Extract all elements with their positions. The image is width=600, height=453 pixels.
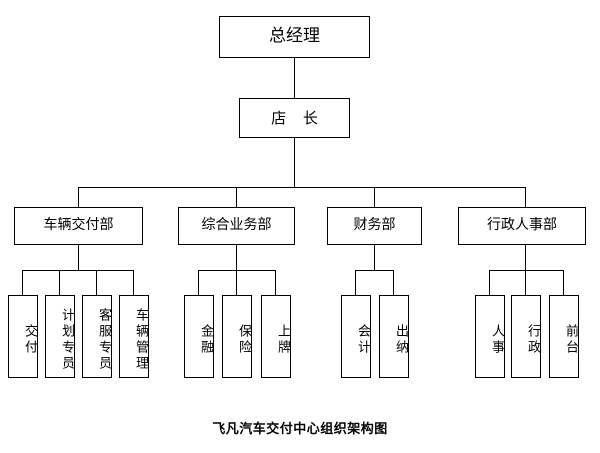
node-general-manager-label: 总经理 [269, 26, 320, 47]
node-leaf-vehicle-management-label: 车辆管理 [133, 307, 148, 372]
node-leaf-accounting-label: 会计 [355, 323, 370, 356]
connector-store-to-dept-bus [294, 138, 295, 187]
sub-bus-dept2 [198, 270, 276, 271]
node-leaf-financing-label: 金融 [198, 323, 213, 356]
connector-dept1-to-bus [78, 245, 79, 270]
node-dept-vehicle-delivery: 车辆交付部 [14, 207, 143, 245]
node-leaf-insurance-label: 保险 [236, 323, 251, 356]
sub-drop-1-2 [59, 270, 60, 295]
node-store-manager-label: 店 长 [271, 108, 324, 127]
node-general-manager: 总经理 [219, 16, 370, 58]
connector-dept3-to-bus [374, 245, 375, 270]
sub-drop-1-1 [22, 270, 23, 295]
sub-drop-4-3 [563, 270, 564, 295]
sub-drop-1-4 [133, 270, 134, 295]
dept-drop-2 [236, 187, 237, 207]
sub-drop-2-2 [236, 270, 237, 295]
node-dept-finance-label: 财务部 [353, 217, 396, 234]
node-leaf-license-plate-label: 上牌 [275, 323, 290, 356]
node-leaf-hr: 人事 [475, 295, 505, 378]
node-leaf-cashier-label: 出纳 [393, 323, 408, 356]
node-leaf-license-plate: 上牌 [261, 295, 291, 378]
node-leaf-hr-label: 人事 [489, 323, 504, 356]
sub-drop-3-2 [393, 270, 394, 295]
node-leaf-financing: 金融 [184, 295, 214, 378]
node-leaf-planning-specialist-label: 计划专员 [59, 307, 74, 372]
dept-drop-4 [525, 187, 526, 207]
node-leaf-front-desk-label: 前台 [563, 323, 578, 356]
sub-bus-dept4 [489, 270, 564, 271]
node-leaf-customer-service-specialist-label: 客服专员 [96, 307, 111, 372]
node-leaf-administration: 行政 [511, 295, 541, 378]
node-leaf-insurance: 保险 [222, 295, 252, 378]
node-leaf-administration-label: 行政 [525, 323, 540, 356]
node-dept-comprehensive-business-label: 综合业务部 [201, 217, 272, 234]
sub-bus-dept3 [355, 270, 394, 271]
dept-drop-1 [78, 187, 79, 207]
dept-drop-3 [374, 187, 375, 207]
node-dept-vehicle-delivery-label: 车辆交付部 [43, 217, 114, 234]
node-leaf-cashier: 出纳 [379, 295, 409, 378]
connector-dept4-to-bus [525, 245, 526, 270]
node-dept-finance: 财务部 [327, 207, 422, 245]
node-dept-admin-hr: 行政人事部 [458, 207, 586, 245]
node-leaf-accounting: 会计 [341, 295, 371, 378]
sub-drop-3-1 [355, 270, 356, 295]
sub-drop-2-3 [275, 270, 276, 295]
sub-drop-4-1 [489, 270, 490, 295]
node-leaf-delivery-label: 交付 [22, 323, 37, 356]
sub-drop-2-1 [198, 270, 199, 295]
node-dept-comprehensive-business: 综合业务部 [178, 207, 295, 245]
connector-dept2-to-bus [236, 245, 237, 270]
node-store-manager: 店 长 [239, 98, 350, 138]
node-leaf-vehicle-management: 车辆管理 [119, 295, 149, 378]
node-leaf-customer-service-specialist: 客服专员 [82, 295, 112, 378]
sub-drop-1-3 [96, 270, 97, 295]
connector-gm-to-store [294, 58, 295, 98]
node-dept-admin-hr-label: 行政人事部 [487, 217, 557, 234]
node-leaf-planning-specialist: 计划专员 [45, 295, 75, 378]
sub-bus-dept1 [22, 270, 134, 271]
chart-caption: 飞凡汽车交付中心组织架构图 [212, 422, 388, 437]
sub-drop-4-2 [525, 270, 526, 295]
dept-bus [78, 187, 526, 188]
node-leaf-front-desk: 前台 [549, 295, 579, 378]
node-leaf-delivery: 交付 [8, 295, 38, 378]
